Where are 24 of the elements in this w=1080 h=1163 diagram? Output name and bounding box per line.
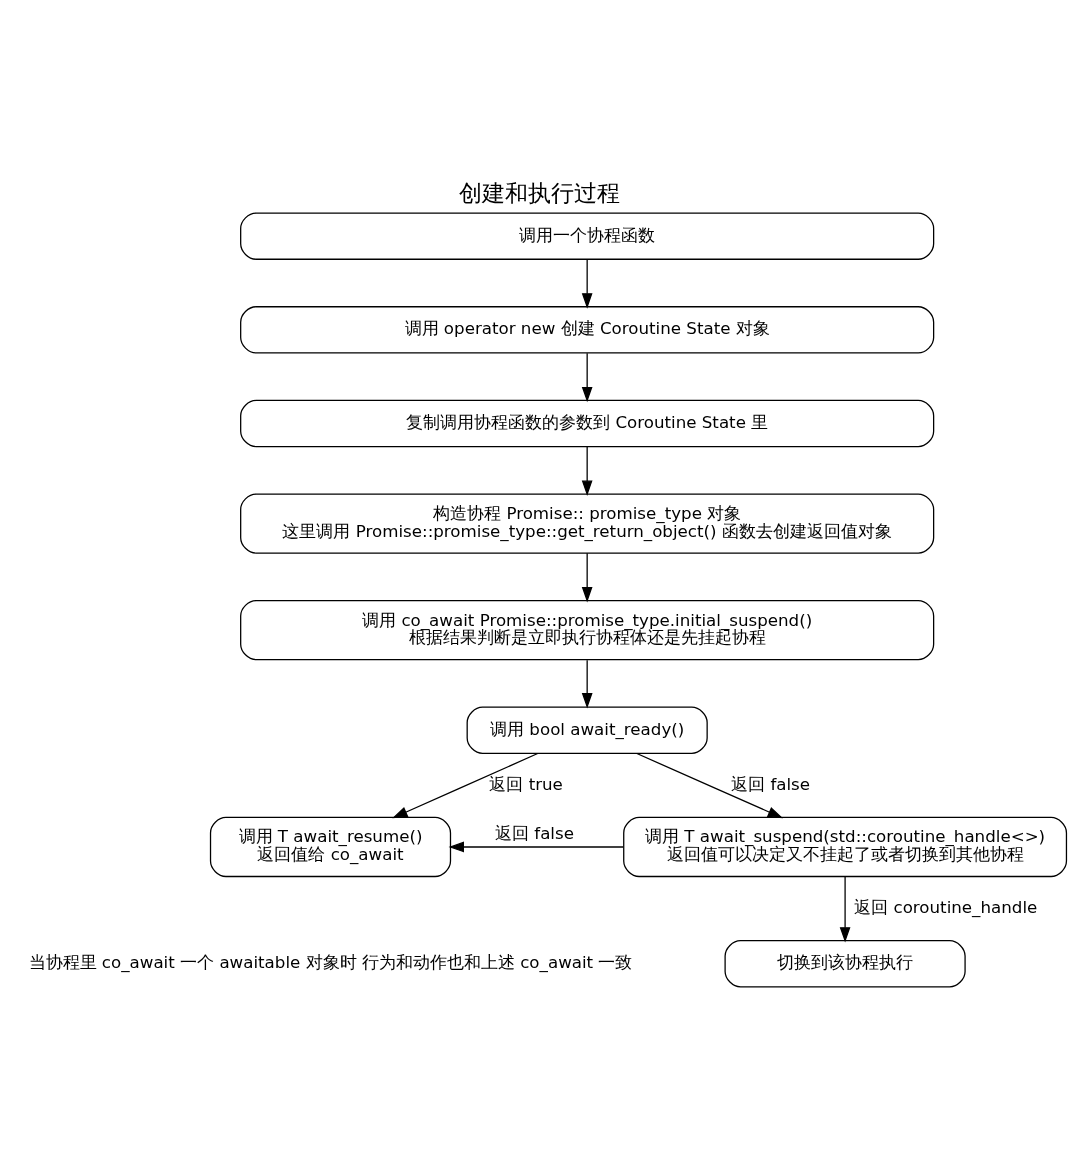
- arrow: [839, 875, 851, 943]
- arrow: [448, 841, 624, 852]
- arrow: [392, 752, 539, 818]
- arrow: [581, 659, 593, 709]
- node-box: 调用 T await_resume() 返回值给 co_await: [209, 816, 452, 877]
- node-box: 调用 T await_suspend(std::coroutine_handle<>) 返回值可以决定又不挂起了或者切换到其他协程: [623, 816, 1068, 877]
- arrow: [636, 752, 784, 818]
- edge-label: 返回 true: [489, 774, 563, 794]
- edge-label: 返回 false: [494, 823, 574, 843]
- node-box: 调用 bool await_ready(): [466, 706, 708, 754]
- label: 当协程里 co_await 一个 awaitable 对象时 行为和动作也和上述 co_await 一致: [28, 952, 633, 972]
- node-box: 复制调用协程函数的参数到 Coroutine State 里: [240, 399, 935, 447]
- node-box: 切换到该协程执行: [724, 939, 966, 987]
- edge-label: 返回 coroutine_handle: [854, 897, 1038, 917]
- node-box: 调用一个协程函数: [240, 211, 935, 260]
- arrow: [581, 445, 593, 496]
- arrow: [581, 552, 593, 602]
- arrow: [581, 352, 593, 402]
- diagram-title: 创建和执行过程: [459, 179, 621, 206]
- arrow: [581, 258, 593, 309]
- edge-label: 返回 false: [731, 774, 811, 794]
- node-box: 构造协程 Promise:: promise_type 对象 这里调用 Promise::promise_type::get_return_object() 函数去创建返回值对象: [240, 492, 935, 554]
- node-box: 调用 operator new 创建 Coroutine State 对象: [240, 305, 935, 354]
- node-box: 调用 co_await Promise::promise_type.initial_suspend() 根据结果判断是立即执行协程体还是先挂起协程: [240, 599, 935, 660]
